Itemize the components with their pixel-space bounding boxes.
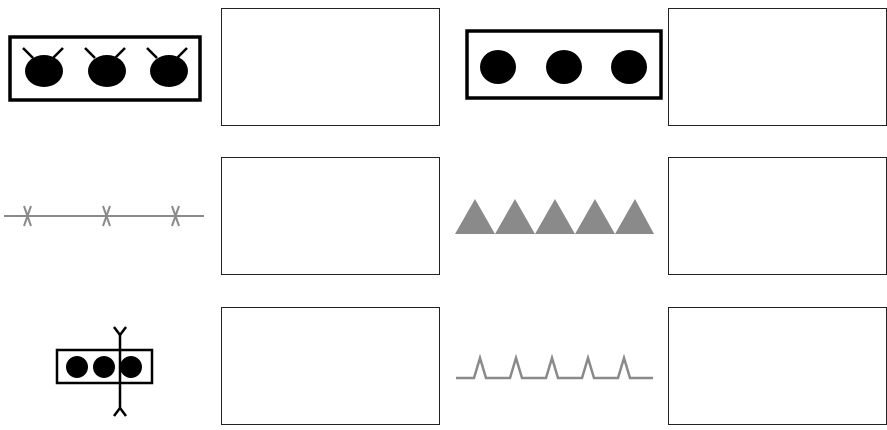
answer-box-row2-left[interactable] [221,157,440,275]
answer-box-row3-right[interactable] [668,307,887,425]
answer-box-row1-right[interactable] [668,8,887,126]
answer-box-row3-left[interactable] [221,307,440,425]
row-of-gray-triangles-icon [450,150,665,280]
answer-box-row1-left[interactable] [221,8,440,126]
answer-box-row2-right[interactable] [668,157,887,275]
line-with-x-marks-icon [0,150,215,280]
three-black-dots-in-rectangle-icon [455,0,670,120]
line-with-peaks-icon [450,300,665,430]
three-dots-box-crossed-by-vertical-line-icon [0,300,215,430]
three-black-dots-with-antennae-in-rectangle-icon [0,0,215,120]
